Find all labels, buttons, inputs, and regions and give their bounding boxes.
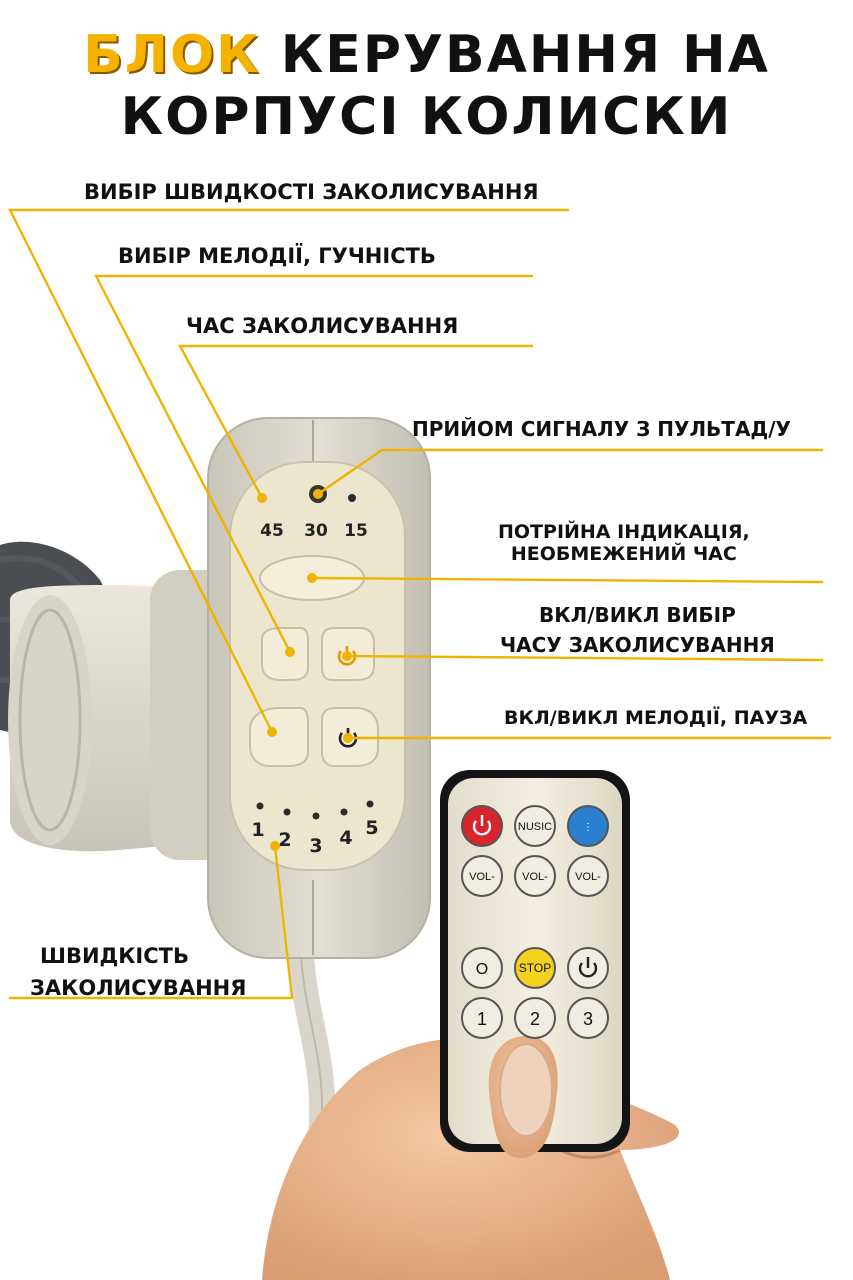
speed-label-5: 5 — [365, 817, 378, 839]
remote-vol-button-2: VOL- — [514, 855, 556, 897]
thumbnail — [499, 1043, 553, 1137]
remote-vol-button-3: VOL- — [567, 855, 609, 897]
speed-label-2: 2 — [278, 829, 291, 851]
remote-vol-button-1: VOL- — [461, 855, 503, 897]
melody-select-button — [261, 627, 309, 681]
remote-circle-button: O — [461, 947, 503, 989]
speed-label-4: 4 — [339, 827, 352, 849]
timer-label-15: 15 — [344, 521, 368, 541]
svg-text:VOL-: VOL- — [469, 871, 495, 883]
svg-text:ⵗ: ⵗ — [586, 822, 590, 834]
remote-button-3: 3 — [567, 997, 609, 1039]
timer-label-30: 30 — [304, 521, 328, 541]
svg-text:VOL-: VOL- — [522, 871, 548, 883]
label-melody-volume: ВИБІР МЕЛОДІЇ, ГУЧНІСТЬ — [118, 244, 436, 268]
leader-remote-signal — [316, 448, 824, 496]
speed-led-4 — [340, 808, 348, 816]
remote-music-button: NUSIC — [514, 805, 556, 847]
leader-triple-indication — [310, 576, 824, 584]
label-speed: ШВИДКІСТЬ ЗАКОЛИСУВАННЯ — [30, 944, 247, 1000]
remote-button-2: 2 — [514, 997, 556, 1039]
remote-music-label: NUSIC — [518, 821, 552, 833]
title-accent: БЛОК — [83, 25, 261, 85]
remote-power-button — [461, 805, 503, 847]
svg-text:2: 2 — [530, 1009, 540, 1029]
leader-lines — [8, 208, 832, 1000]
title-line-1-rest: КЕРУВАННЯ НА — [280, 25, 770, 85]
speed-led-5 — [366, 800, 374, 808]
label-rocking-time: ЧАС ЗАКОЛИСУВАННЯ — [186, 314, 459, 338]
leader-speed-select — [8, 208, 570, 734]
label-power-time: ВКЛ/ВИКЛ ВИБІР ЧАСУ ЗАКОЛИСУВАННЯ — [500, 603, 775, 657]
leader-melody-volume — [94, 274, 534, 654]
remote-timer-power-button — [567, 947, 609, 989]
remote-stop-button: STOP — [514, 947, 556, 989]
speed-led-3 — [312, 812, 320, 820]
leader-power-time — [345, 654, 824, 662]
speed-led-1 — [256, 802, 264, 810]
page-title-line-1: БЛОК КЕРУВАННЯ НА — [0, 24, 853, 86]
svg-text:O: O — [476, 961, 488, 978]
label-melody-pause: ВКЛ/ВИКЛ МЕЛОДІЇ, ПАУЗА — [504, 707, 808, 729]
svg-text:3: 3 — [583, 1009, 593, 1029]
speed-label-3: 3 — [309, 835, 322, 857]
svg-text:VOL-: VOL- — [575, 871, 601, 883]
remote-blue-button: ⵗ — [567, 805, 609, 847]
svg-text:1: 1 — [477, 1009, 487, 1029]
label-triple-indication: ПОТРІЙНА ІНДИКАЦІЯ, НЕОБМЕЖЕНИЙ ЧАС — [498, 521, 750, 565]
label-speed-select: ВИБІР ШВИДКОСТІ ЗАКОЛИСУВАННЯ — [84, 180, 539, 204]
timer-led-15 — [348, 494, 356, 502]
speed-led-2 — [283, 808, 291, 816]
speed-label-1: 1 — [251, 819, 264, 841]
label-remote-signal: ПРИЙОМ СИГНАЛУ З ПУЛЬТАД/У — [412, 417, 791, 441]
page-title-line-2: КОРПУСІ КОЛИСКИ — [120, 87, 733, 147]
timer-label-45: 45 — [260, 521, 284, 541]
remote-button-1: 1 — [461, 997, 503, 1039]
leader-speed — [8, 844, 294, 1000]
leader-rocking-time — [177, 344, 534, 500]
speed-select-button — [249, 707, 309, 767]
svg-text:STOP: STOP — [519, 961, 551, 975]
